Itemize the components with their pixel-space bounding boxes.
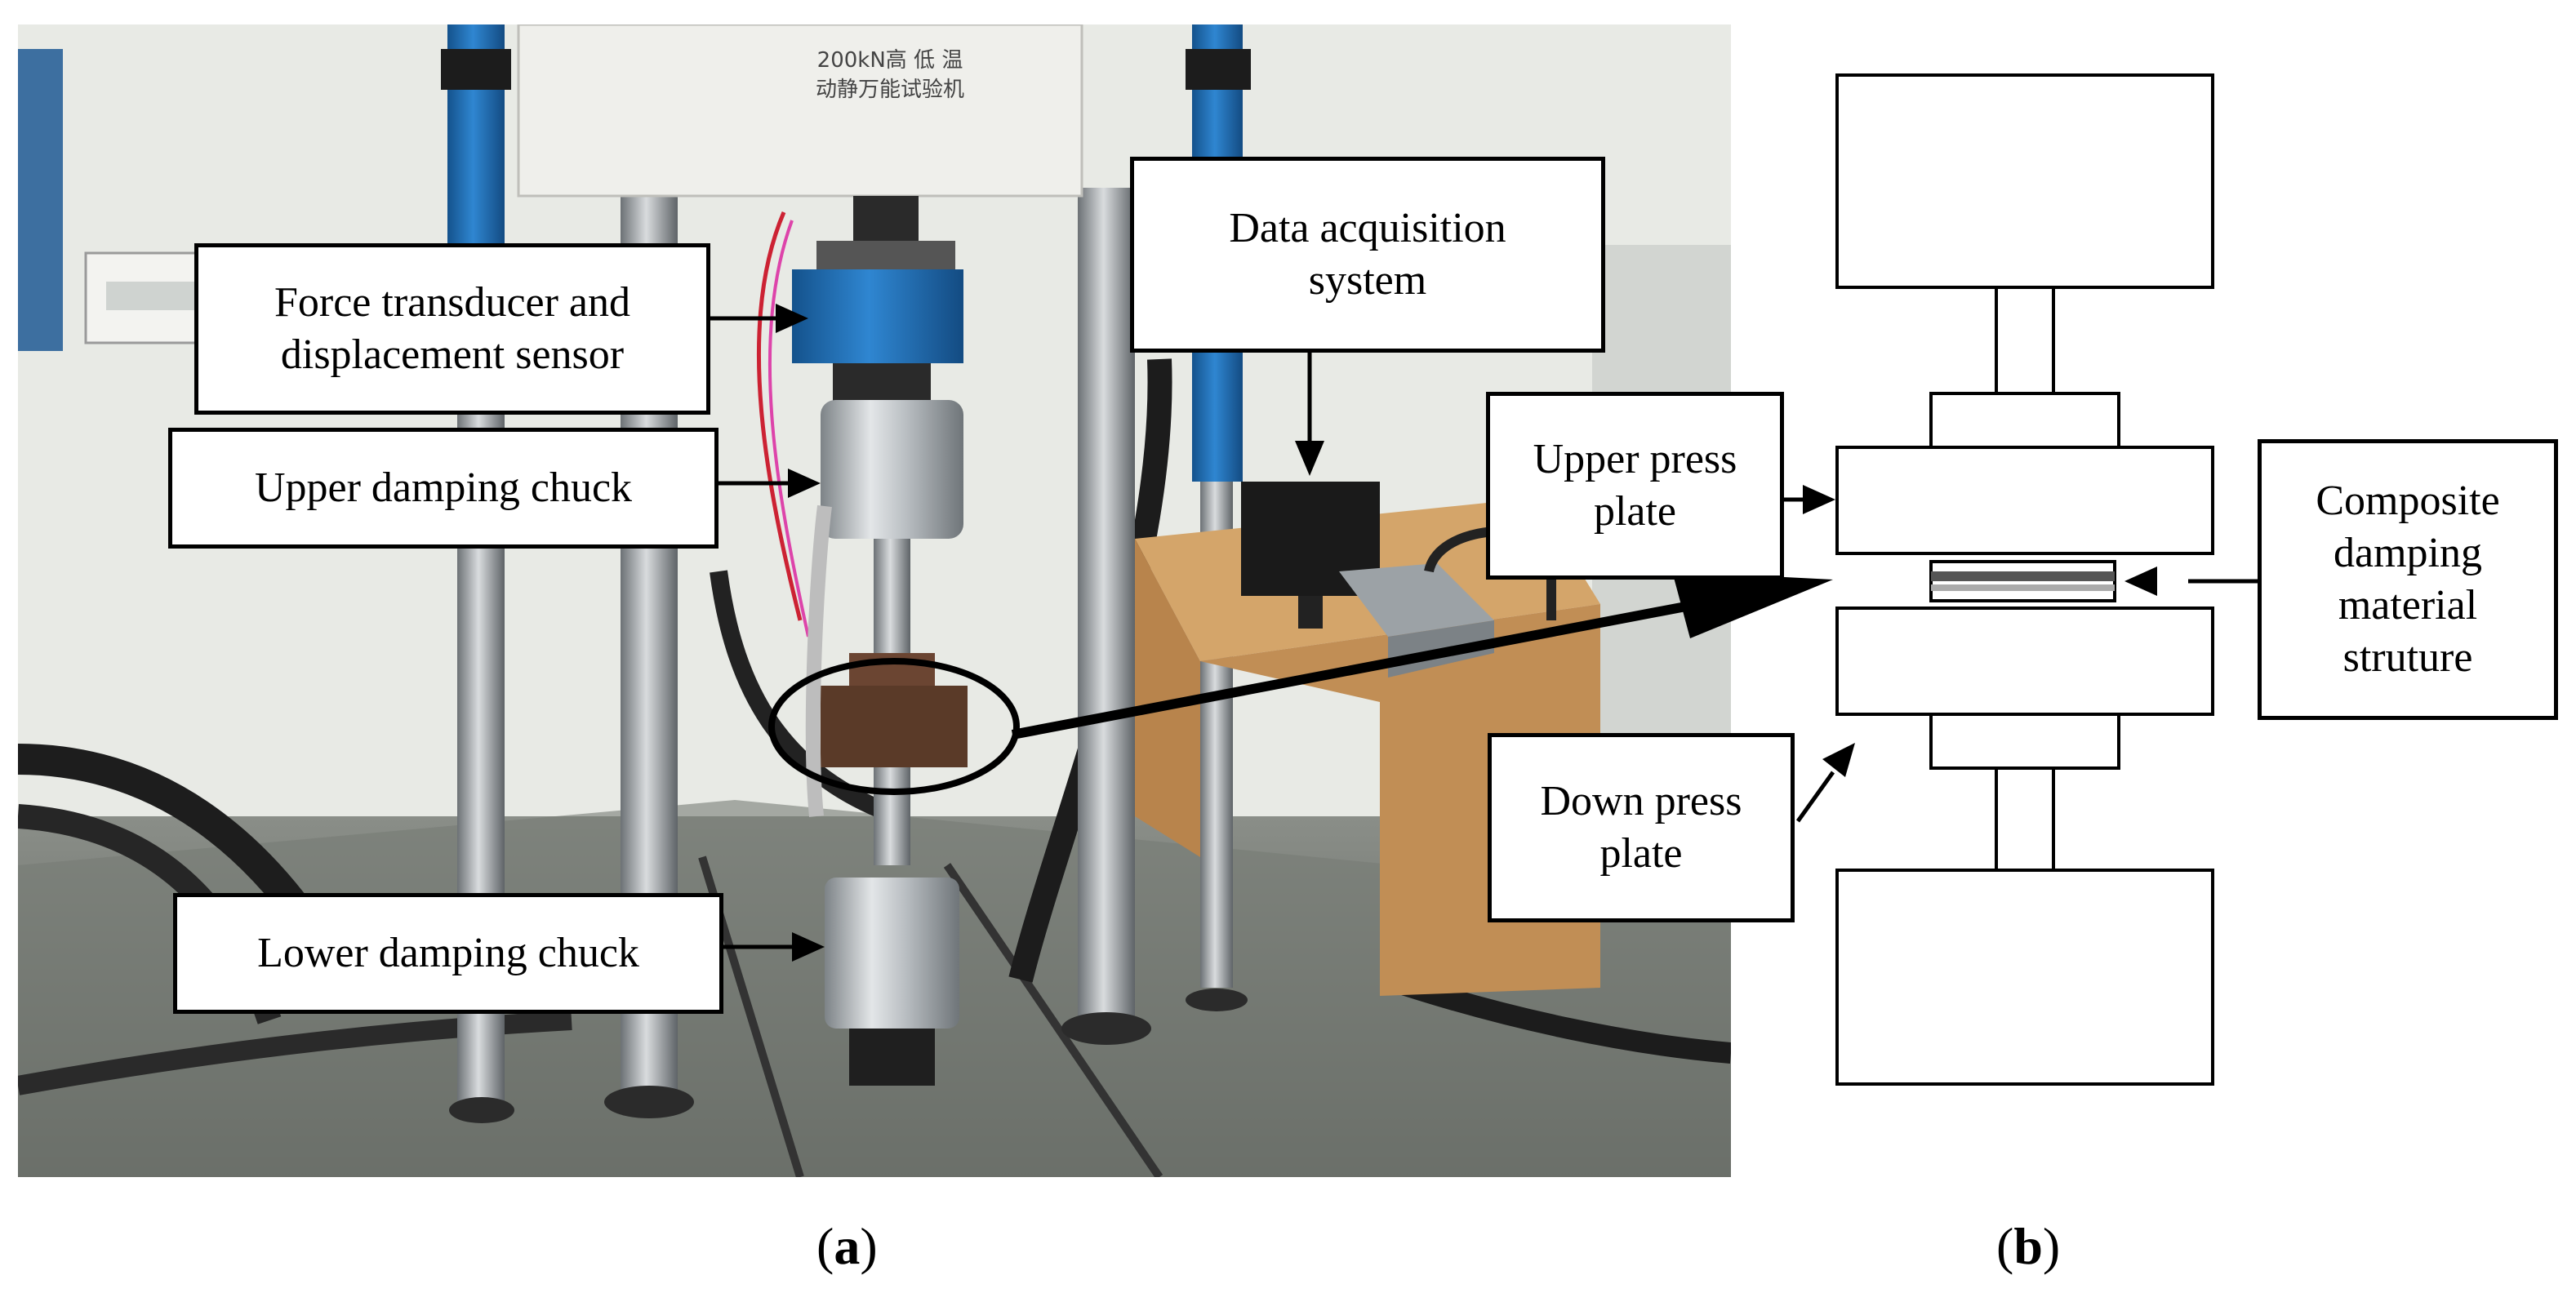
composite-layers — [1929, 560, 2116, 602]
arrow-daq — [1295, 441, 1324, 476]
daq-unit — [1339, 563, 1494, 637]
press-schematic — [1835, 73, 2214, 1086]
arrow-upper-chuck — [788, 469, 821, 498]
label-lower-damping-chuck-text: Lower damping chuck — [257, 930, 639, 976]
machine-plate-text: 200kN高 低 温动静万能试验机 — [816, 48, 964, 102]
upper-block — [1835, 73, 2214, 289]
upper-press-plate — [1835, 446, 2214, 555]
force-transducer — [792, 269, 963, 363]
label-upper-damping-chuck-text: Upper damping chuck — [254, 464, 633, 511]
label-upper-damping-chuck: Upper damping chuck — [168, 428, 719, 549]
label-composite-damping-text: Composite damping material struture — [2316, 478, 2500, 681]
arrow-composite — [2124, 567, 2157, 596]
label-down-press-plate: Down press plate — [1488, 733, 1795, 922]
zoom-arrow-head — [1672, 571, 1833, 638]
label-force-transducer-text: Force transducer and displacement sensor — [274, 279, 631, 378]
label-data-acquisition-system-text: Data acquisition system — [1229, 205, 1506, 304]
arrow-down-plate — [1822, 743, 1855, 777]
lower-block — [1835, 869, 2214, 1086]
panel-label-a-letter: a — [834, 1217, 861, 1275]
specimen-fixture — [821, 686, 968, 767]
upper-chuck — [821, 400, 963, 539]
panel-label-b: (b) — [1996, 1217, 2061, 1275]
arrow-lower-chuck — [792, 932, 825, 962]
upper-rod — [1995, 286, 2055, 395]
arrow-force — [776, 304, 808, 333]
label-upper-press-plate-text: Upper press plate — [1533, 436, 1737, 535]
label-composite-damping: Composite damping material struture — [2258, 439, 2558, 720]
lower-collar — [1929, 713, 2120, 770]
arrow-upper-plate — [1803, 485, 1835, 514]
zoom-arrow-line — [1011, 601, 1692, 740]
specimen-highlight-ellipse — [768, 658, 1020, 795]
lower-rod — [1995, 766, 2055, 872]
upper-collar — [1929, 392, 2120, 449]
panel-label-a: (a) — [816, 1217, 878, 1275]
lower-press-plate — [1835, 607, 2214, 716]
label-lower-damping-chuck: Lower damping chuck — [173, 893, 723, 1014]
machine-crosshead — [517, 24, 1083, 198]
label-upper-press-plate: Upper press plate — [1486, 392, 1784, 580]
label-down-press-plate-text: Down press plate — [1540, 778, 1742, 877]
panel-label-b-letter: b — [2013, 1217, 2043, 1275]
lower-chuck — [825, 878, 959, 1029]
label-data-acquisition-system: Data acquisition system — [1130, 157, 1605, 353]
label-force-transducer: Force transducer and displacement sensor — [194, 243, 710, 415]
